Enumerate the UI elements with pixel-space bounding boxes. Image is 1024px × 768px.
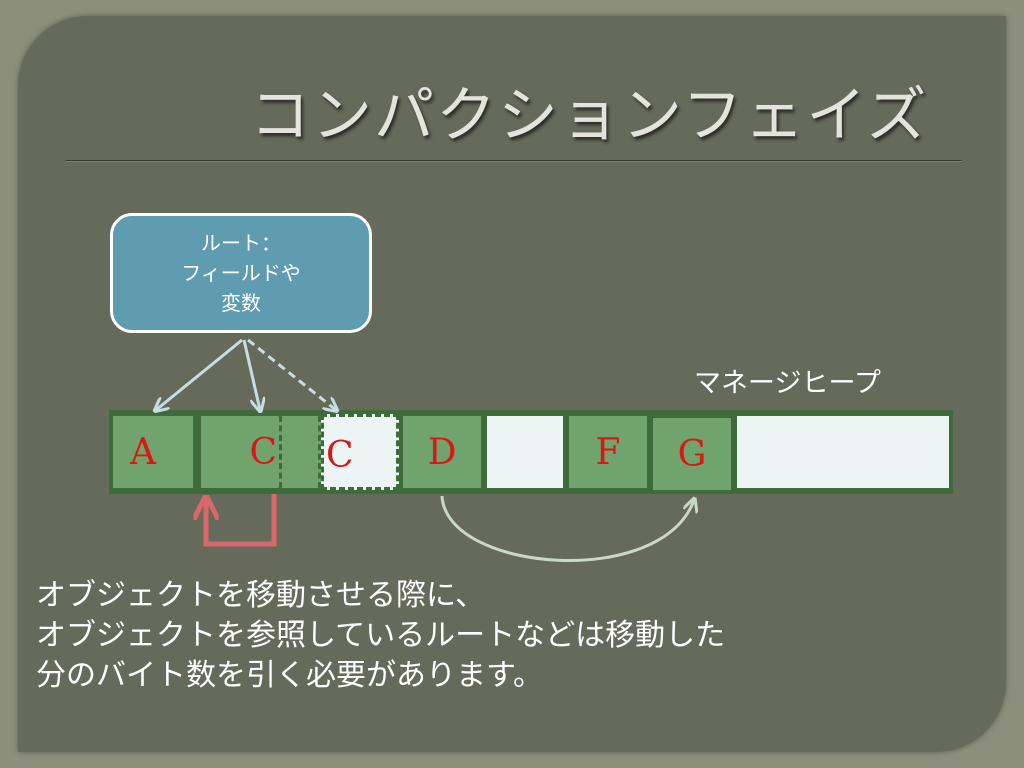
heap-block-a: A <box>113 416 193 488</box>
callout-line-3: 変数 <box>221 291 261 315</box>
managed-heap-label: マネージヒープ <box>694 368 881 399</box>
heap-block-f-label: F <box>595 431 621 473</box>
description-line-1: オブジェクトを移動させる際に、 <box>36 578 486 613</box>
description: オブジェクトを移動させる際に、 オブジェクトを参照しているルートなどは移動した … <box>36 576 936 696</box>
description-line-3: 分のバイト数を引く必要があります。 <box>36 658 543 693</box>
managed-heap: A C C D F G <box>109 410 953 494</box>
heap-block-c-old-label: C <box>326 435 354 476</box>
root-callout: ルート： フィールドや 変数 <box>110 213 372 333</box>
heap-free-block-1 <box>487 416 563 488</box>
heap-block-a-label: A <box>130 431 156 473</box>
title-divider <box>66 160 962 162</box>
heap-block-d: D <box>403 416 481 488</box>
heap-block-c-old-position: C <box>321 414 399 490</box>
heap-free-space <box>737 416 949 488</box>
heap-block-c-label: C <box>249 431 277 473</box>
heap-block-g: G <box>653 418 731 490</box>
heap-block-d-label: D <box>427 431 457 473</box>
callout-line-2: フィールドや <box>181 261 301 285</box>
callout-line-1: ルート： <box>201 231 281 255</box>
heap-block-g-label: G <box>677 433 707 475</box>
slide-title: コンパクションフェイズ <box>250 81 929 151</box>
heap-block-c-moved-remainder <box>279 416 321 488</box>
heap-block-f: F <box>569 416 647 488</box>
description-line-2: オブジェクトを参照しているルートなどは移動した <box>36 618 726 653</box>
heap-block-c: C <box>201 416 279 488</box>
